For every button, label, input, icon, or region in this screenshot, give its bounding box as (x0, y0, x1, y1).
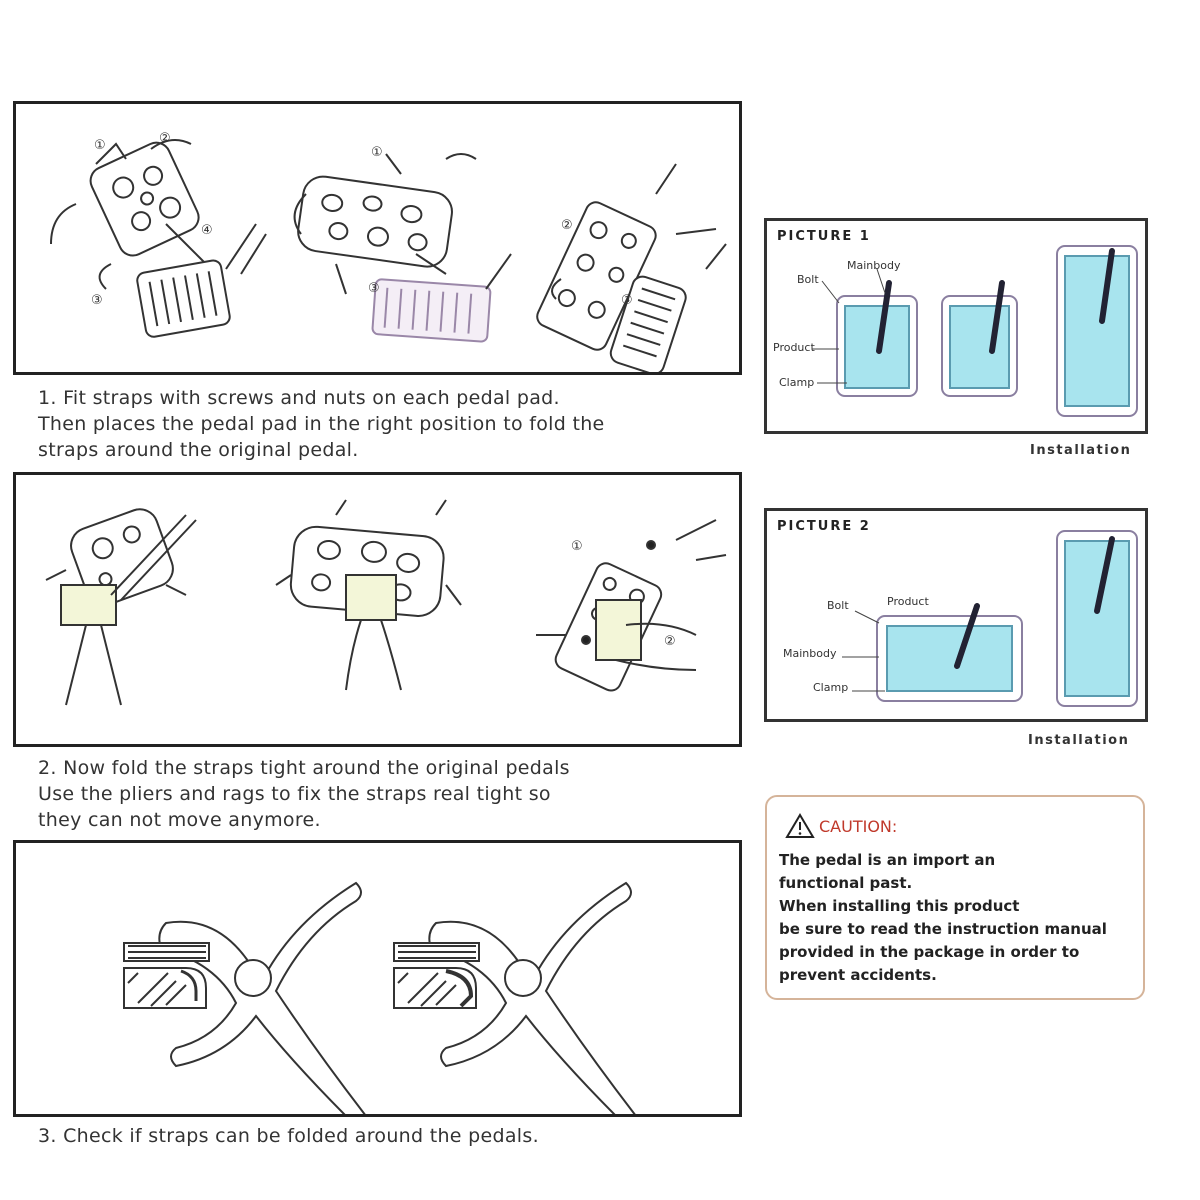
caution-title: CAUTION: (819, 816, 898, 836)
label-mainbody: Mainbody (847, 259, 901, 272)
step3-instructions: 3. Check if straps can be folded around … (38, 1125, 539, 1147)
marker-1: ① (571, 539, 583, 554)
step2-illustration-panel: ① ② (13, 472, 742, 747)
step3-illustration-panel (13, 840, 742, 1117)
marker-3: ③ (621, 293, 633, 308)
caution-box: CAUTION: The pedal is an import an funct… (765, 795, 1145, 1000)
label-clamp: Clamp (779, 376, 815, 389)
caution-heading: CAUTION: (785, 813, 897, 839)
label-product: Product (773, 341, 815, 354)
marker-4: ④ (201, 223, 213, 238)
label-bolt: Bolt (827, 599, 849, 612)
marker-3: ③ (91, 293, 103, 308)
step1-drawing: ① ② ③ ④ ① ③ ② ③ (50, 131, 727, 372)
step3-drawing (123, 881, 636, 1114)
picture2-box: PICTURE 2 Bolt Product Mainbody Clamp (764, 508, 1148, 722)
caution-text: The pedal is an import an functional pas… (779, 851, 1107, 984)
picture2-caption: Installation (1028, 733, 1130, 748)
marker-3: ③ (368, 281, 380, 296)
marker-2: ② (159, 131, 171, 146)
step2-drawing: ① ② (45, 499, 727, 706)
picture1-caption: Installation (1030, 443, 1132, 458)
marker-1: ① (371, 145, 383, 160)
picture2-diagram (842, 530, 1138, 707)
marker-2: ② (664, 634, 676, 649)
label-mainbody: Mainbody (783, 647, 837, 660)
label-product: Product (887, 595, 929, 608)
picture2-title: PICTURE 2 (777, 519, 871, 534)
label-bolt: Bolt (797, 273, 819, 286)
picture1-title: PICTURE 1 (777, 229, 871, 244)
picture1-box: PICTURE 1 Bolt Mainbody Product Clamp (764, 218, 1148, 434)
picture1-diagram (812, 245, 1138, 417)
marker-1: ① (94, 138, 106, 153)
warning-icon (785, 813, 815, 838)
marker-2: ② (561, 218, 573, 233)
step1-illustration-panel: ① ② ③ ④ ① ③ ② ③ (13, 101, 742, 375)
step1-instructions: 1. Fit straps with screws and nuts on ea… (38, 387, 605, 461)
label-clamp: Clamp (813, 681, 849, 694)
step2-instructions: 2. Now fold the straps tight around the … (38, 757, 570, 831)
